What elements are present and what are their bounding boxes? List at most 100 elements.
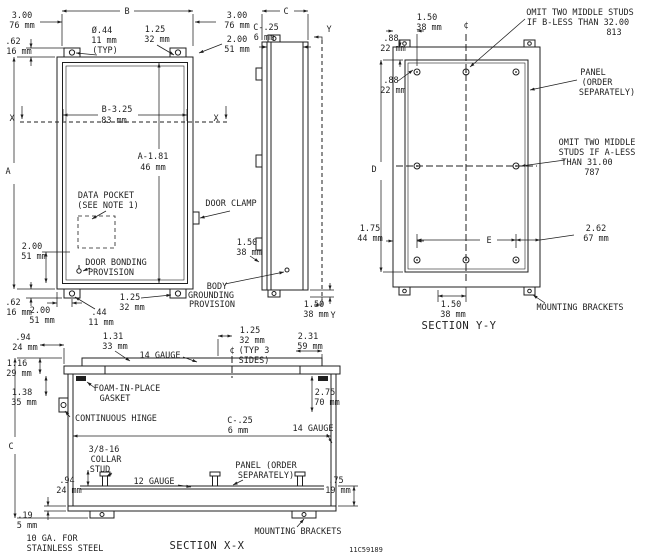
- dim-value: 1.25: [120, 293, 140, 303]
- dim-value-mm: 44 mm: [357, 234, 383, 244]
- continuous-hinge-note: CONTINUOUS HINGE: [75, 414, 157, 424]
- dim-value: 2.00: [22, 242, 42, 252]
- hole-dia-typ: (TYP): [92, 46, 118, 56]
- dim-value-mm: 19 mm: [325, 486, 351, 496]
- dim-value: A-1.81: [138, 152, 169, 162]
- omit-studs-note: STUDS IF A-LESS: [559, 148, 636, 158]
- mounting-bracket: [523, 286, 536, 296]
- dim-value-mm: 32 mm: [144, 35, 170, 45]
- omit-studs-note: OMIT TWO MIDDLE: [559, 138, 636, 148]
- foam-gasket: [76, 376, 86, 381]
- body-grounding-symbol: [284, 267, 290, 273]
- dim-value-mm: 51 mm: [21, 252, 47, 262]
- mounting-brackets-note: MOUNTING BRACKETS: [255, 527, 342, 537]
- collar-stud-note: STUD: [90, 465, 110, 475]
- dim-value-mm: 16 mm: [6, 47, 32, 57]
- dim-value-mm: 32 mm: [119, 303, 145, 313]
- dim-value: 1.25: [145, 25, 165, 35]
- dim-typ-note: (TYP 3: [239, 346, 270, 356]
- mount-tab: [63, 288, 81, 299]
- dim-c: C: [283, 7, 288, 17]
- dim-value-mm: 11 mm: [88, 318, 114, 328]
- section-y-label: Y: [330, 311, 335, 321]
- omit-studs-note: THAN 31.00: [561, 158, 612, 168]
- dim-value: 2.62: [586, 224, 606, 234]
- mount-hole: [271, 36, 277, 41]
- door-clamp-note: DOOR CLAMP: [205, 199, 256, 209]
- mounting-brackets-note: MOUNTING BRACKETS: [537, 303, 624, 313]
- enclosure-outline: [56, 56, 194, 290]
- dim-value: 1.16: [7, 359, 27, 369]
- centerline-symbol: ¢: [229, 346, 234, 356]
- dim-value: 2.75: [315, 388, 335, 398]
- hole-dia-value: Ø.44: [92, 25, 112, 36]
- dim-value-mm: 29 mm: [6, 369, 32, 379]
- dim-value-mm: 24 mm: [12, 343, 38, 353]
- centerline-symbol: ¢: [463, 21, 468, 31]
- section-yy-view: 1.50 38 mm .88 22 mm ¢ OMIT TWO MIDDLE S…: [357, 8, 635, 332]
- data-pocket-outline: [77, 215, 116, 249]
- panel-note: PANEL: [580, 68, 606, 78]
- section-x-label: X: [9, 114, 15, 124]
- hole-dia-mm: 11 mm: [91, 36, 117, 46]
- panel-note: PANEL (ORDER: [235, 461, 297, 471]
- mounting-bracket: [291, 510, 317, 519]
- data-pocket-note: (SEE NOTE 1): [77, 201, 138, 211]
- back-wall: [67, 505, 337, 512]
- dim-value-mm: 67 mm: [583, 234, 609, 244]
- dim-a: A: [5, 167, 10, 177]
- dim-value-mm: 38 mm: [236, 248, 262, 258]
- mounting-bracket: [398, 286, 411, 296]
- dim-value-mm: 33 mm: [102, 342, 128, 352]
- dim-value: .88: [383, 76, 398, 86]
- mount-tab: [267, 34, 281, 43]
- section-y-label: Y: [326, 25, 331, 35]
- mount-hole: [174, 49, 182, 56]
- door-face: [81, 357, 323, 367]
- section-xx-view: .94 24 mm 1.31 33 mm 1.25 32 mm (TYP 3 S…: [6, 326, 383, 554]
- mount-tab: [169, 47, 187, 58]
- foam-gasket-note: FOAM-IN-PLACE: [94, 384, 161, 394]
- door-clamp-hardware: [192, 211, 200, 225]
- gauge-note: 12 GAUGE: [134, 477, 175, 487]
- dim-value-mm: 22 mm: [380, 86, 406, 96]
- dim-typ-note: SIDES): [239, 356, 270, 366]
- gauge-note: 14 GAUGE: [140, 351, 181, 361]
- mount-ear: [523, 39, 536, 48]
- dim-value-mm: 51 mm: [29, 316, 55, 326]
- dim-b: B: [124, 7, 129, 17]
- mount-hole: [271, 291, 277, 296]
- gauge-note: 14 GAUGE: [293, 424, 334, 434]
- dim-value-mm: 76 mm: [224, 21, 250, 31]
- door-bonding-symbol: [76, 268, 82, 274]
- panel-note: SEPARATELY): [579, 88, 635, 98]
- body-grounding-note: BODY: [207, 282, 227, 292]
- dim-value-mm: 16 mm: [6, 308, 32, 318]
- foam-gasket-note: GASKET: [100, 394, 131, 404]
- panel-note: SEPARATELY): [238, 471, 294, 481]
- collar-stud-note: COLLAR: [91, 455, 123, 465]
- mount-tab: [169, 288, 187, 299]
- dim-value: 3.00: [227, 11, 247, 21]
- dim-value: 1.75: [360, 224, 380, 234]
- mounting-bracket: [89, 510, 115, 519]
- door-bonding-note: PROVISION: [88, 268, 134, 278]
- dim-value: B-3.25: [102, 105, 133, 115]
- omit-studs-note-mm: 813: [606, 28, 621, 38]
- dim-value-mm: 6 mm: [254, 33, 274, 43]
- section-yy-title: SECTION Y-Y: [421, 320, 496, 332]
- door-flange: [63, 365, 341, 375]
- material-note: 10 GA. FOR: [26, 534, 78, 544]
- dim-value: C-.25: [253, 23, 279, 33]
- dim-value-mm: 38 mm: [303, 310, 329, 320]
- dim-value: 3.00: [12, 11, 32, 21]
- door-bonding-note: DOOR BONDING: [85, 258, 146, 268]
- dim-value-mm: 51 mm: [224, 45, 250, 55]
- omit-studs-note: IF B-LESS THAN 32.00: [527, 18, 629, 28]
- dim-value: 1.25: [240, 326, 260, 336]
- dim-value-mm: 35 mm: [11, 398, 37, 408]
- section-xx-title: SECTION X-X: [169, 540, 244, 552]
- dim-value-mm: 70 mm: [314, 398, 340, 408]
- section-x-label: X: [213, 114, 219, 124]
